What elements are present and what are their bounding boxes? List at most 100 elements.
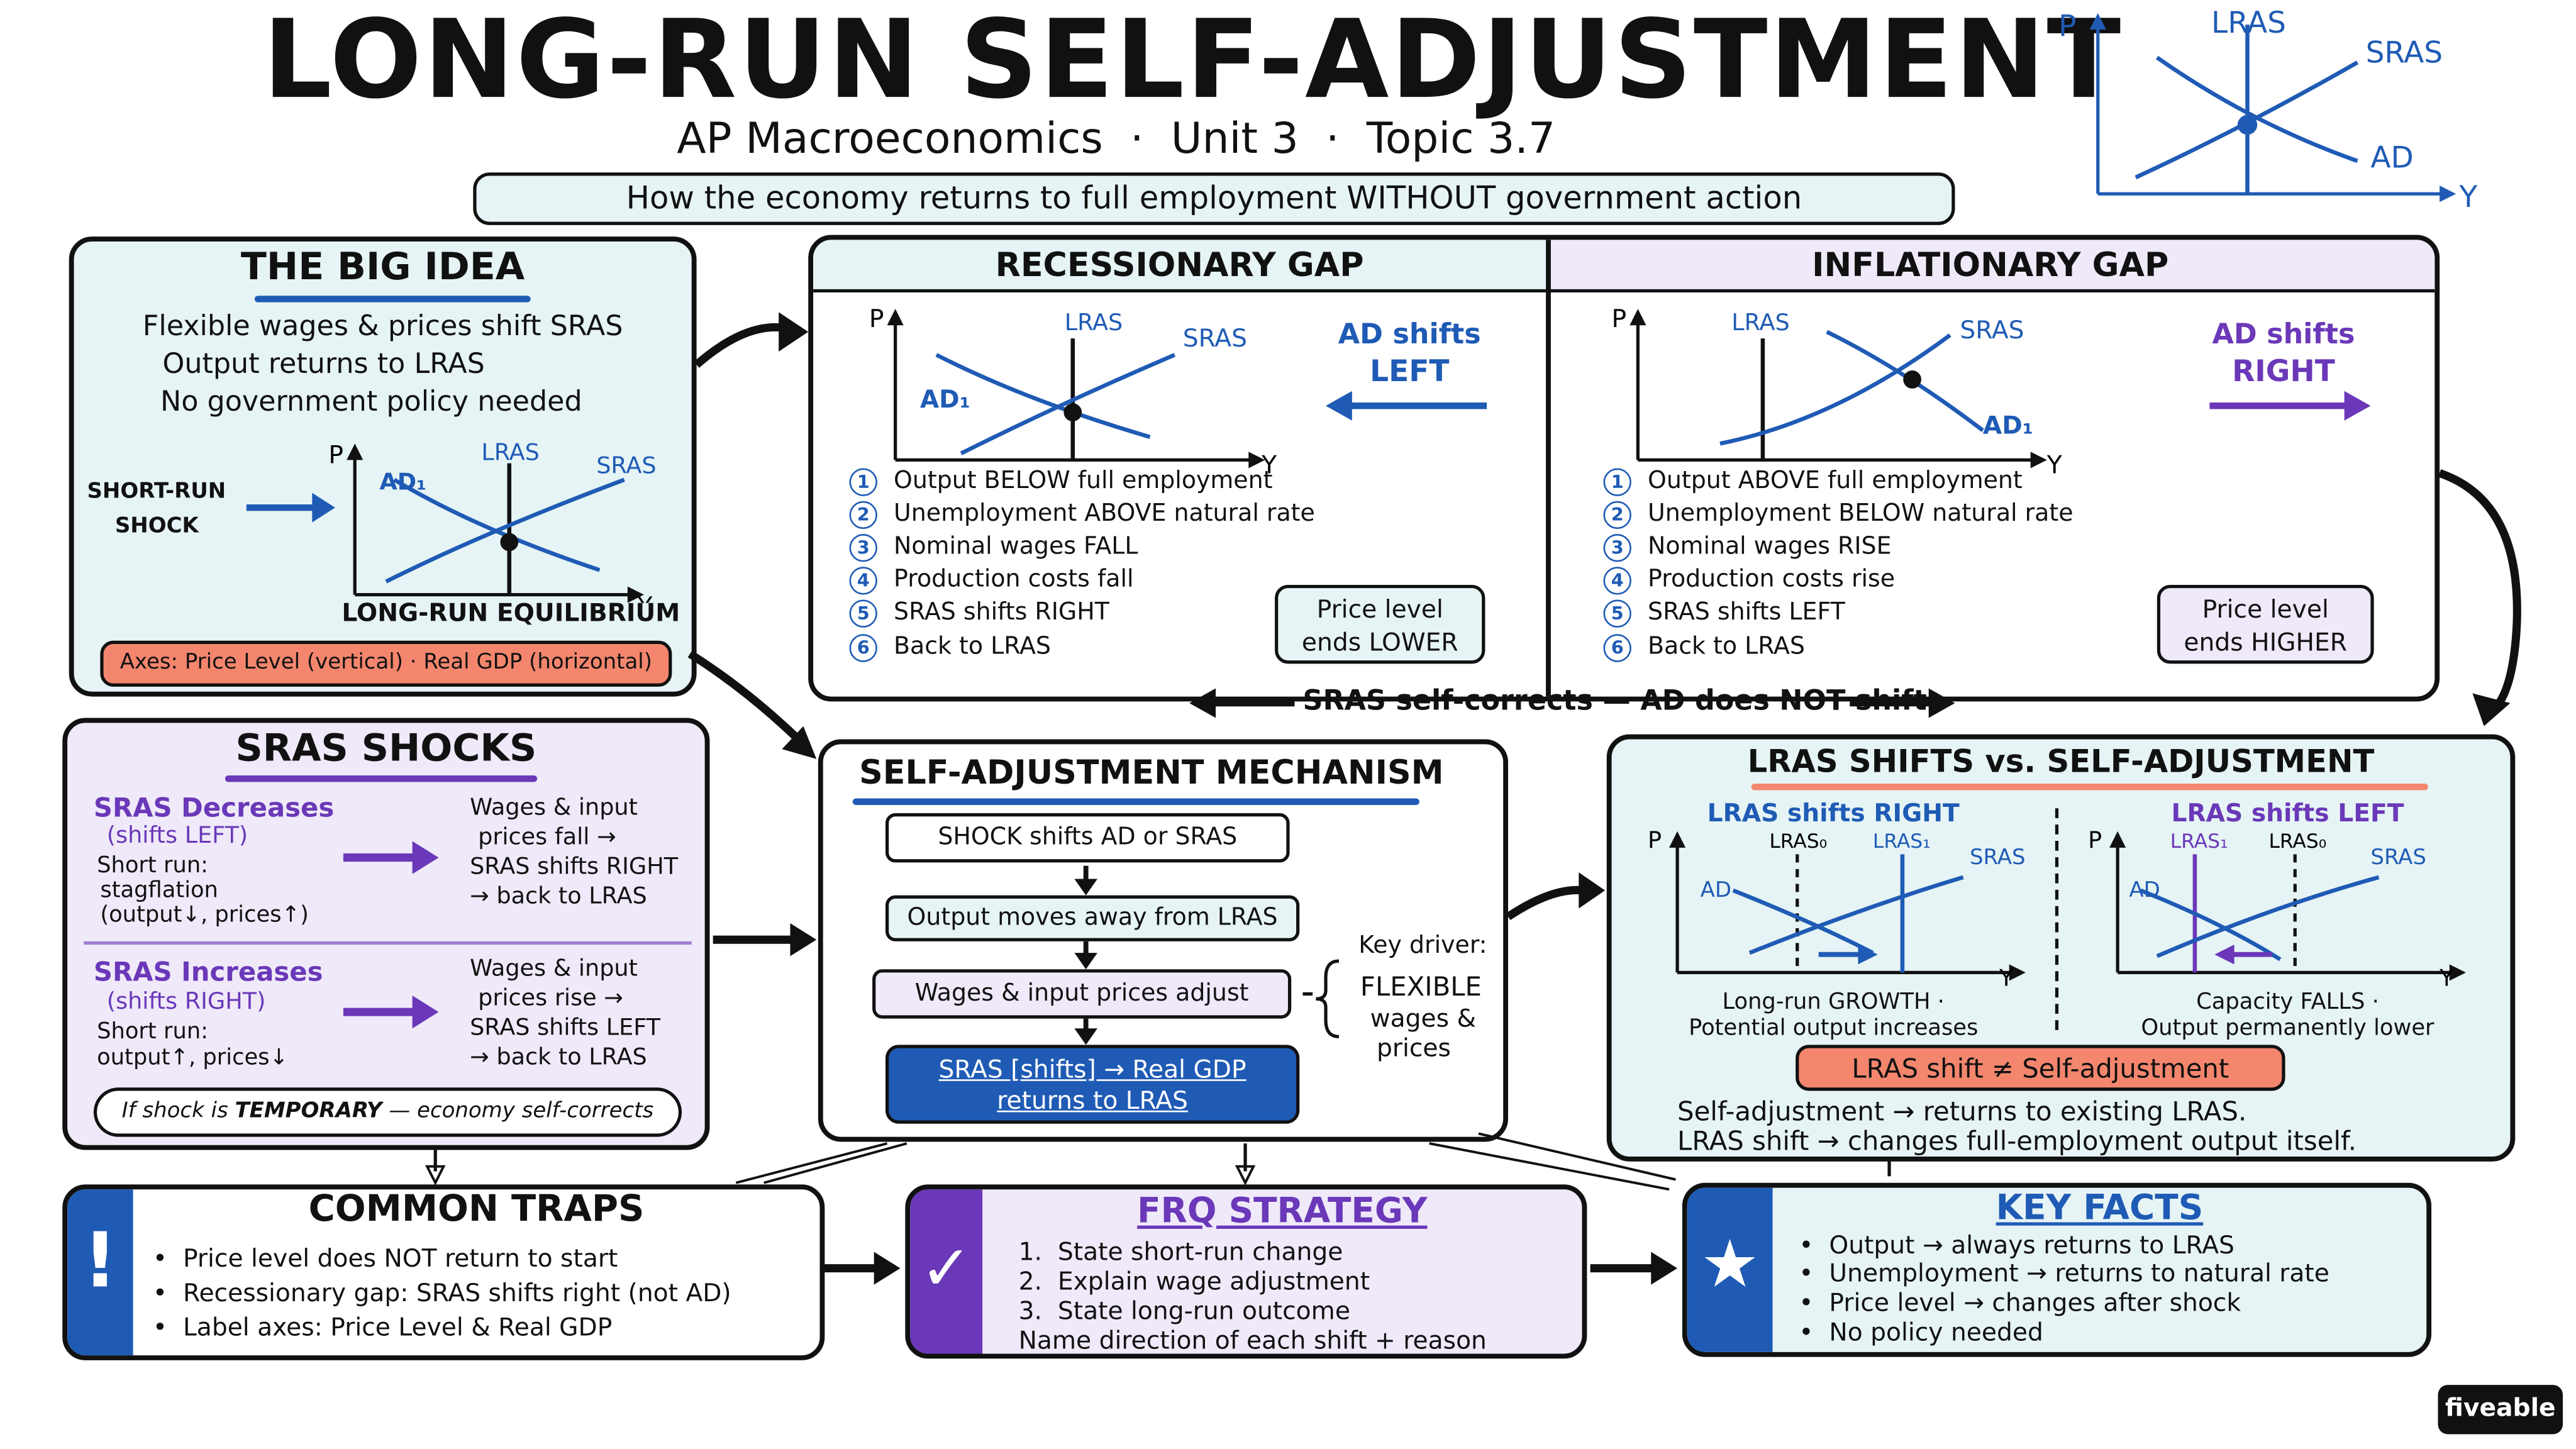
driver-line-3: prices	[1377, 1033, 1451, 1063]
driver-line-2: wages &	[1370, 1004, 1477, 1034]
inf-shift-1: AD shifts	[2212, 318, 2355, 352]
inf-lras: LRAS	[1731, 309, 1790, 336]
mini-ad: AD	[2370, 140, 2413, 175]
lras-right-cap-1: Long-run GROWTH ·	[1722, 989, 1945, 1016]
decrease-result-1: Wages & input	[470, 795, 638, 822]
decrease-sub: (shifts LEFT)	[106, 823, 248, 850]
driver-brace	[1302, 959, 1340, 1038]
sras-shocks-underline	[225, 775, 538, 782]
neq-label: LRAS shift ≠ Self-adjustment	[1852, 1053, 2229, 1085]
lras-foot-2: LRAS shift → changes full-employment out…	[1677, 1125, 2357, 1157]
trap-1: • Price level does NOT return to start	[152, 1243, 618, 1274]
decrease-result-3: SRAS shifts RIGHT	[470, 854, 679, 881]
big-idea-title: THE BIG IDEA	[240, 246, 525, 289]
mini-lras: LRAS	[2211, 6, 2286, 40]
lras-right-cap-2: Potential output increases	[1689, 1015, 1979, 1042]
lras-left-cap-1: Capacity FALLS ·	[2196, 989, 2379, 1016]
ll-ad: AD	[2129, 877, 2160, 902]
big-idea-line-1: Flexible wages & prices shift SRAS	[142, 310, 623, 343]
mini-y: Y	[2458, 180, 2477, 213]
shock-label-1: SHORT-RUN	[87, 479, 226, 504]
mini-sras: SRAS	[2366, 35, 2443, 70]
frq-3: 3. State long-run outcome	[1018, 1296, 1350, 1326]
big-p: P	[328, 441, 343, 470]
lr-y: Y	[1999, 964, 2014, 989]
trap-3: • Label axes: Price Level & Real GDP	[152, 1313, 613, 1343]
axes-note-box: Axes: Price Level (vertical) · Real GDP …	[100, 640, 672, 687]
big-idea-underline	[254, 296, 531, 303]
decrease-effect-3: (output↓, prices↑)	[100, 902, 309, 928]
rec-price-2: ends LOWER	[1301, 627, 1458, 657]
fact-4: • No policy needed	[1799, 1317, 2043, 1348]
inf-price-2: ends HIGHER	[2184, 627, 2347, 657]
increase-result-3: SRAS shifts LEFT	[470, 1015, 660, 1042]
ll-p: P	[2088, 826, 2102, 853]
inf-shift-2: RIGHT	[2232, 355, 2335, 390]
rec-ad: AD₁	[920, 386, 970, 414]
traps-card: ! COMMON TRAPS • Price level does NOT re…	[62, 1184, 825, 1360]
left-arrow	[1326, 391, 1487, 421]
inflationary-graph: P LRAS SRAS AD₁ Y	[1612, 305, 2062, 475]
shock-label-2: SHOCK	[114, 514, 199, 539]
axes-note: Axes: Price Level (vertical) · Real GDP …	[119, 650, 653, 675]
page-subtitle: AP Macroeconomics · Unit 3 · Topic 3.7	[677, 114, 1556, 165]
mech-step-2-label: Output moves away from LRAS	[907, 905, 1278, 932]
driver-label: Key driver:	[1358, 933, 1487, 960]
traps-title: COMMON TRAPS	[308, 1189, 645, 1231]
frq-icon: ✓	[920, 1232, 973, 1305]
ll-lras0: LRAS₀	[2268, 830, 2326, 853]
big-lras: LRAS	[481, 438, 540, 465]
fact-3: • Price level → changes after shock	[1799, 1287, 2241, 1318]
facts-title: KEY FACTS	[1996, 1187, 2204, 1228]
increase-effect-1: Short run:	[97, 1018, 209, 1045]
frq-card: ✓ FRQ STRATEGY 1. State short-run change…	[905, 1184, 1587, 1359]
tagline: How the economy returns to full employme…	[626, 180, 1802, 217]
frq-2: 2. Explain wage adjustment	[1018, 1267, 1370, 1297]
sras-shocks-title: SRAS SHOCKS	[235, 728, 537, 771]
facts-icon: ★	[1700, 1227, 1760, 1303]
inflationary-header	[1546, 240, 2435, 292]
rec-shift-2: LEFT	[1370, 355, 1450, 390]
frq-icon-strip	[910, 1189, 983, 1354]
increase-effect-2: output↑, prices↓	[97, 1045, 289, 1072]
increase-result-1: Wages & input	[470, 956, 638, 983]
fact-1: • Output → always returns to LRAS	[1799, 1230, 2235, 1260]
fact-2: • Unemployment → returns to natural rate	[1799, 1258, 2329, 1288]
big-ad: AD₁	[379, 468, 426, 495]
lras-vs-title: LRAS SHIFTS vs. SELF-ADJUSTMENT	[1747, 744, 2375, 780]
mechanism-title: SELF-ADJUSTMENT MECHANISM	[859, 752, 1444, 792]
lr-p: P	[1648, 826, 1662, 853]
shock-arrow	[246, 492, 335, 523]
mech-final-step: SRAS [shifts] → Real GDP returns to LRAS	[885, 1045, 1300, 1124]
self-correct-arrows	[1189, 688, 1955, 718]
mechanism-underline	[852, 798, 1419, 805]
big-graph-caption: LONG-RUN EQUILIBRIUM	[341, 597, 680, 628]
mech-flow-arrows	[1074, 865, 1097, 1045]
decrease-title: SRAS Decreases	[93, 792, 335, 823]
driver-line-1: FLEXIBLE	[1360, 970, 1482, 1002]
mech-step-1: SHOCK shifts AD or SRAS	[885, 813, 1290, 863]
lras-vs-underline	[1751, 784, 2428, 791]
decrease-result-4: → back to LRAS	[470, 884, 647, 911]
big-idea-line-2: Output returns to LRAS	[162, 348, 485, 382]
facts-card: ★ KEY FACTS • Output → always returns to…	[1682, 1182, 2432, 1357]
big-y: Y	[637, 592, 653, 603]
big-idea-card: THE BIG IDEA Flexible wages & prices shi…	[69, 236, 697, 697]
rec-lras: LRAS	[1065, 309, 1123, 336]
facts-icon-strip	[1687, 1187, 1773, 1352]
lras-left-cap-2: Output permanently lower	[2141, 1015, 2434, 1042]
lras-foot-1: Self-adjustment → returns to existing LR…	[1677, 1096, 2247, 1127]
gap-panel: RECESSIONARY GAP INFLATIONARY GAP P LRAS…	[808, 235, 2440, 702]
mech-final-1: SRAS [shifts] → Real GDP	[938, 1055, 1246, 1085]
